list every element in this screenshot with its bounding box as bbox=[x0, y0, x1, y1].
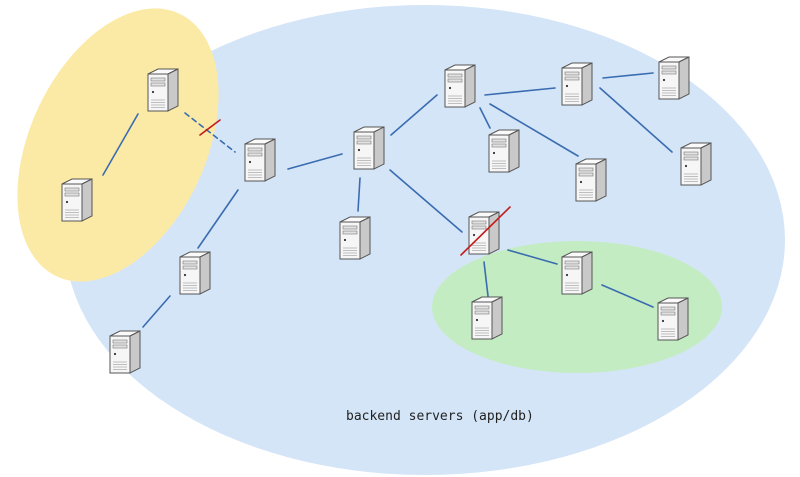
link-c1-x bbox=[389, 169, 463, 233]
server-r2-icon[interactable] bbox=[658, 56, 690, 100]
region-green bbox=[432, 241, 722, 373]
link-hub-l1 bbox=[197, 189, 239, 249]
server-r1-icon[interactable] bbox=[561, 62, 593, 106]
failed-node-strike bbox=[460, 206, 511, 256]
server-y2-icon[interactable] bbox=[61, 178, 93, 222]
region-label: backend servers (app/db) bbox=[346, 409, 534, 424]
server-t3-icon[interactable] bbox=[575, 158, 607, 202]
server-y1-icon[interactable] bbox=[147, 68, 179, 112]
server-g1-icon[interactable] bbox=[471, 296, 503, 340]
link-t1-t2 bbox=[479, 107, 491, 129]
link-x-g2 bbox=[507, 249, 558, 265]
server-g3-icon[interactable] bbox=[657, 297, 689, 341]
link-t1-r1 bbox=[484, 87, 556, 96]
links-layer bbox=[102, 72, 673, 328]
server-l1-icon[interactable] bbox=[179, 251, 211, 295]
server-hub-icon[interactable] bbox=[244, 138, 276, 182]
server-t1-icon[interactable] bbox=[444, 64, 476, 108]
link-t1-t3 bbox=[489, 103, 579, 157]
link-r1-r3 bbox=[599, 87, 673, 153]
link-y1-y2 bbox=[102, 113, 139, 176]
server-l2-icon[interactable] bbox=[109, 330, 141, 374]
link-cut-mark bbox=[199, 119, 221, 136]
link-g2-g3 bbox=[601, 284, 654, 308]
link-c1-c2 bbox=[357, 177, 361, 212]
link-r1-r2 bbox=[602, 72, 654, 79]
link-y1-hub bbox=[184, 112, 236, 153]
server-g2-icon[interactable] bbox=[561, 251, 593, 295]
link-l1-l2 bbox=[142, 295, 171, 328]
link-c1-t1 bbox=[390, 94, 438, 136]
link-hub-c1 bbox=[287, 153, 343, 170]
server-t2-icon[interactable] bbox=[488, 129, 520, 173]
server-c1-icon[interactable] bbox=[353, 126, 385, 170]
server-c2-icon[interactable] bbox=[339, 216, 371, 260]
link-x-g1 bbox=[483, 261, 489, 297]
server-r3-icon[interactable] bbox=[680, 142, 712, 186]
